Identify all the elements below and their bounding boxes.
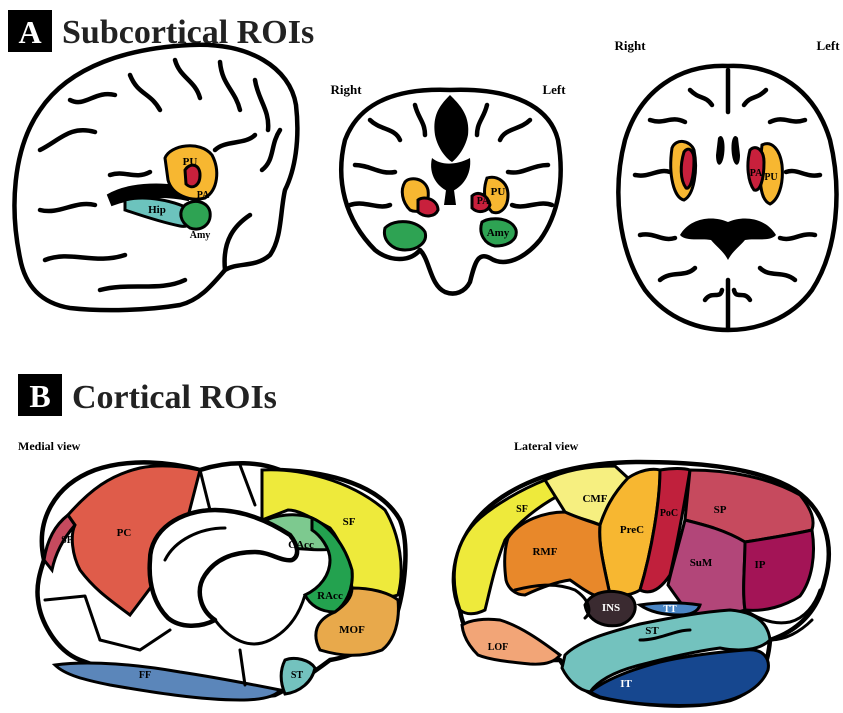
lat-label-prec: PreC bbox=[620, 524, 644, 536]
coronal-right-label: Right bbox=[330, 82, 362, 97]
panel-b-title: Cortical ROIs bbox=[72, 379, 277, 416]
lat-label-sum: SuM bbox=[690, 557, 713, 569]
axial-left-label: Left bbox=[816, 38, 840, 53]
lat-label-st: ST bbox=[645, 625, 659, 637]
sag-label-pa: PA bbox=[197, 190, 210, 201]
med-label-sp: SP bbox=[61, 535, 73, 546]
lat-label-rmf: RMF bbox=[532, 546, 557, 558]
panel-a-badge: A bbox=[18, 14, 41, 50]
med-label-st: ST bbox=[291, 670, 304, 681]
med-label-mof: MOF bbox=[339, 624, 365, 636]
med-label-cacc: CAcc bbox=[288, 539, 314, 551]
sagittal-brain bbox=[15, 45, 298, 310]
med-label-pc: PC bbox=[117, 527, 132, 539]
ax-label-pa: PA bbox=[750, 168, 763, 179]
lat-label-ins: INS bbox=[602, 602, 620, 614]
axial-right-label: Right bbox=[614, 38, 646, 53]
lat-label-sp: SP bbox=[714, 504, 727, 516]
lateral-brain bbox=[454, 462, 829, 706]
medial-view-label: Medial view bbox=[18, 439, 81, 453]
sag-label-amy: Amy bbox=[190, 230, 211, 241]
lat-label-poc: PoC bbox=[660, 508, 678, 519]
medial-brain bbox=[37, 462, 405, 700]
lat-label-tt: TT bbox=[663, 604, 677, 615]
cor-label-pu: PU bbox=[491, 186, 506, 198]
med-label-ff: FF bbox=[139, 670, 151, 681]
panel-b-badge: B bbox=[29, 378, 50, 414]
coronal-brain bbox=[341, 90, 560, 294]
lat-label-cmf: CMF bbox=[582, 493, 607, 505]
cor-label-amy: Amy bbox=[487, 227, 510, 239]
coronal-left-label: Left bbox=[542, 82, 566, 97]
axial-brain bbox=[618, 66, 836, 330]
lat-label-ip: IP bbox=[755, 559, 766, 571]
ax-label-pu: PU bbox=[764, 172, 777, 183]
lat-label-sf: SF bbox=[516, 504, 528, 515]
lateral-view-label: Lateral view bbox=[514, 439, 579, 453]
sag-label-pu: PU bbox=[183, 156, 198, 168]
sag-label-hip: Hip bbox=[148, 204, 166, 216]
lat-label-it: IT bbox=[620, 678, 632, 690]
med-label-racc: RAcc bbox=[317, 590, 343, 602]
cor-label-pa: PA bbox=[477, 196, 490, 207]
med-label-sf: SF bbox=[343, 516, 356, 528]
lat-label-lof: LOF bbox=[488, 642, 509, 653]
